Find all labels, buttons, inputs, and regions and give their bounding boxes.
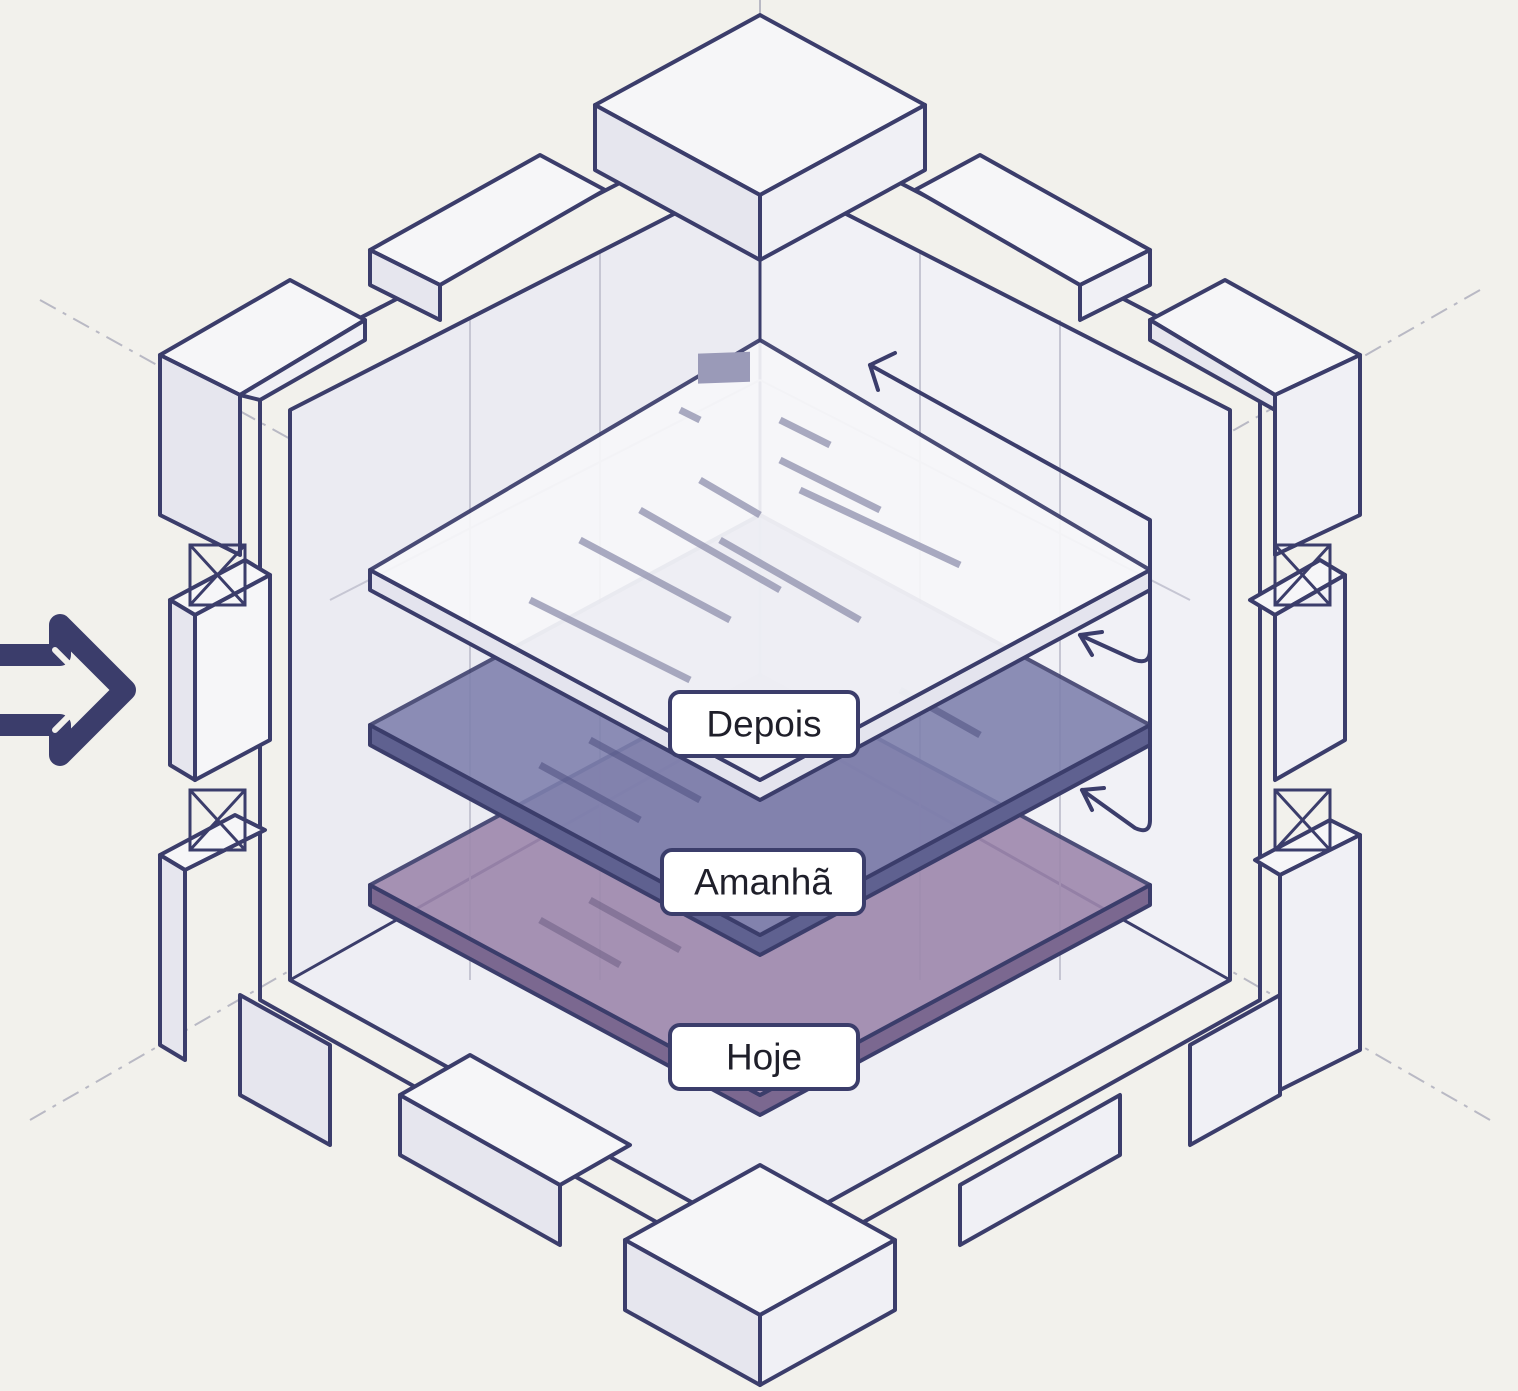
label-hoje-text: Hoje — [726, 1037, 802, 1078]
label-depois-text: Depois — [706, 704, 821, 745]
layer-labels: Depois Amanhã Hoje — [662, 692, 864, 1089]
label-amanha-text: Amanhã — [694, 862, 832, 903]
label-hoje: Hoje — [670, 1025, 858, 1089]
layer-depois-thumbnail — [698, 352, 750, 384]
label-depois: Depois — [670, 692, 858, 756]
entry-arrow-icon — [0, 625, 125, 755]
label-amanha: Amanhã — [662, 850, 864, 914]
